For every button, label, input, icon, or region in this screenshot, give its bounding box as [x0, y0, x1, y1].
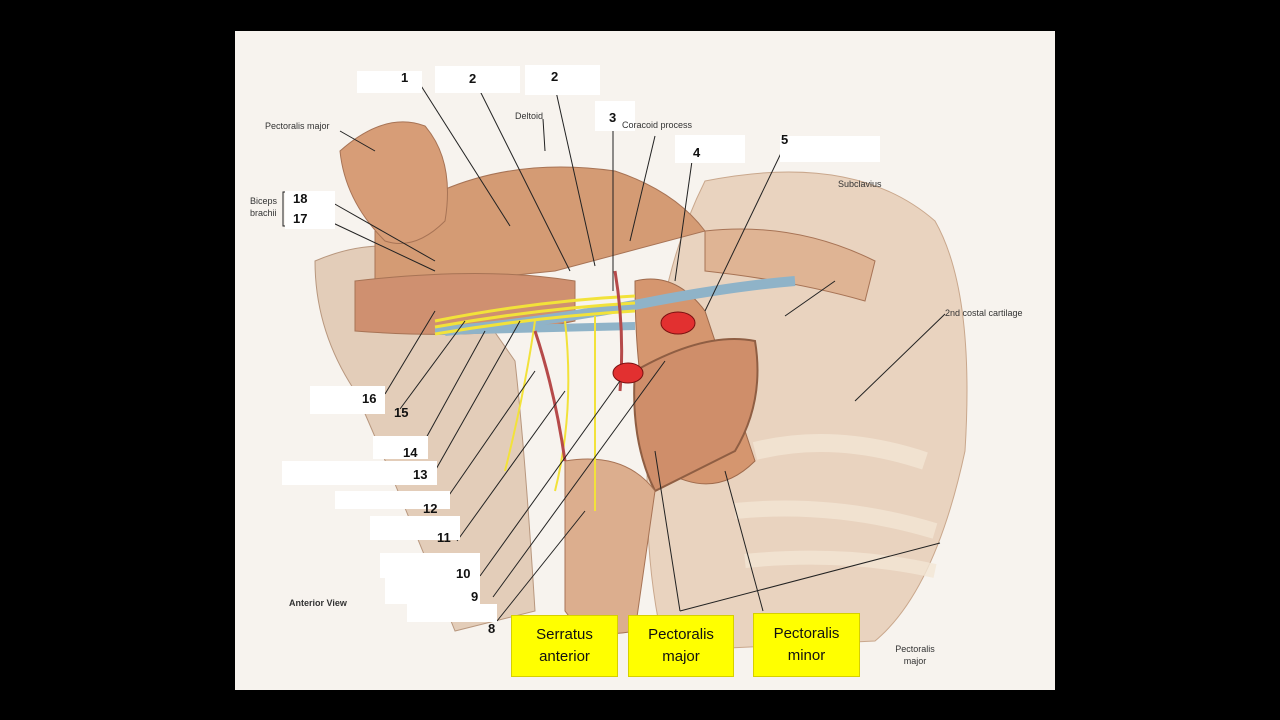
- blank-box: [335, 491, 450, 509]
- answer-box-serratus-anterior: Serratus anterior: [511, 615, 618, 677]
- answer-text: Pectoralis minor: [773, 625, 840, 664]
- answer-box-pectoralis-minor: Pectoralis minor: [753, 613, 860, 677]
- blank-box: [780, 136, 880, 162]
- number-label: 10: [456, 566, 471, 581]
- blank-box: [407, 604, 497, 622]
- blank-box: [385, 576, 480, 604]
- blank-box: [380, 553, 480, 578]
- anatomy-slide: Pectoralis major Deltoid Coracoid proces…: [235, 31, 1055, 690]
- number-label: 4: [693, 145, 701, 160]
- artery-marker: [612, 362, 644, 384]
- label-biceps-brachii: Biceps brachii: [250, 196, 278, 218]
- label-pectoralis-major-top: Pectoralis major: [265, 121, 330, 131]
- blank-box: [525, 65, 600, 95]
- blank-box: [370, 516, 460, 540]
- number-label: 8: [488, 621, 496, 636]
- number-label: 11: [437, 530, 451, 545]
- answer-text: Pectoralis major: [648, 626, 714, 665]
- number-label: 1: [401, 70, 409, 85]
- number-label: 12: [423, 501, 438, 516]
- blank-box: [435, 66, 520, 93]
- label-coracoid-process: Coracoid process: [622, 120, 693, 130]
- artery-marker: [660, 311, 696, 335]
- blank-box: [310, 386, 385, 414]
- number-label: 16: [362, 391, 377, 406]
- blank-box: [285, 191, 335, 229]
- blank-box: [357, 71, 422, 93]
- label-pectoralis-major-bottom: Pectoralis major: [895, 644, 935, 666]
- number-label: 17: [293, 211, 308, 226]
- number-label: 9: [471, 589, 479, 604]
- label-subclavius: Subclavius: [838, 179, 882, 189]
- answer-text: Serratus anterior: [536, 626, 593, 665]
- blank-box: [373, 436, 428, 459]
- label-2nd-costal-cartilage: 2nd costal cartilage: [945, 308, 1023, 318]
- number-label: 15: [394, 405, 409, 420]
- number-label: 2: [469, 71, 477, 86]
- label-anterior-view: Anterior View: [289, 598, 347, 608]
- number-label: 3: [609, 110, 617, 125]
- number-label: 18: [293, 191, 308, 206]
- shoulder-dissection-illustration: [282, 77, 968, 652]
- number-label: 14: [403, 445, 418, 460]
- answer-box-pectoralis-major: Pectoralis major: [628, 615, 734, 677]
- number-label: 13: [413, 467, 428, 482]
- blank-box: [282, 461, 437, 485]
- number-label: 2: [551, 69, 559, 84]
- blank-box: [595, 101, 635, 131]
- blank-box: [675, 135, 745, 163]
- label-deltoid: Deltoid: [515, 111, 544, 121]
- number-label: 5: [781, 132, 789, 147]
